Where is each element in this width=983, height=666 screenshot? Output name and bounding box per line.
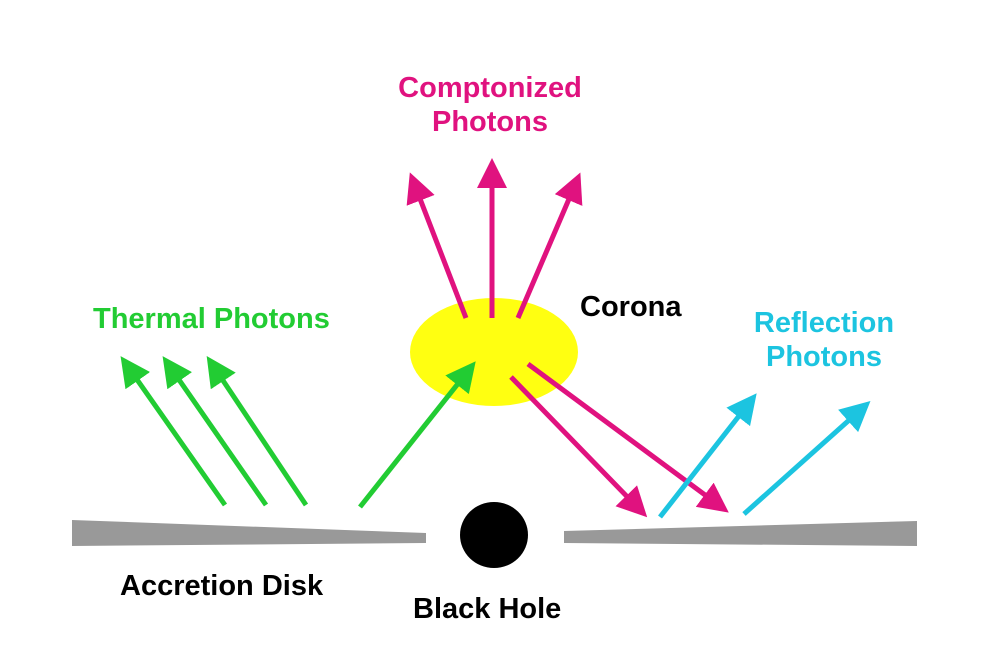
thermal-arrow — [206, 356, 309, 507]
comptonized-label-line1: Comptonized — [398, 72, 582, 104]
reflection-photons-label: Reflection Photons — [724, 306, 924, 374]
reflection-arrow — [742, 401, 871, 516]
comptonized-arrow-to-disk — [526, 361, 729, 513]
thermal-arrow — [162, 356, 269, 507]
reflection-label-line2: Photons — [766, 341, 882, 373]
black-hole-label: Black Hole — [413, 593, 562, 625]
accretion-disk-right — [564, 521, 917, 546]
thermal-photons-label: Thermal Photons — [93, 303, 330, 335]
reflection-label-line1: Reflection — [753, 307, 895, 339]
corona-label: Corona — [580, 291, 682, 323]
thermal-arrow-to-corona — [358, 361, 476, 509]
comptonized-arrow — [406, 172, 469, 319]
comptonized-label-line2: Photons — [432, 106, 548, 138]
comptonized-arrow — [515, 172, 583, 319]
comptonized-arrow-to-disk — [509, 375, 648, 518]
accretion-disk-left — [72, 520, 426, 546]
thermal-arrow — [120, 356, 228, 507]
comptonized-photons-label: Comptonized Photons — [380, 71, 600, 139]
black-hole — [460, 502, 528, 568]
reflection-arrow — [658, 393, 757, 519]
accretion-disk-label: Accretion Disk — [120, 570, 324, 602]
